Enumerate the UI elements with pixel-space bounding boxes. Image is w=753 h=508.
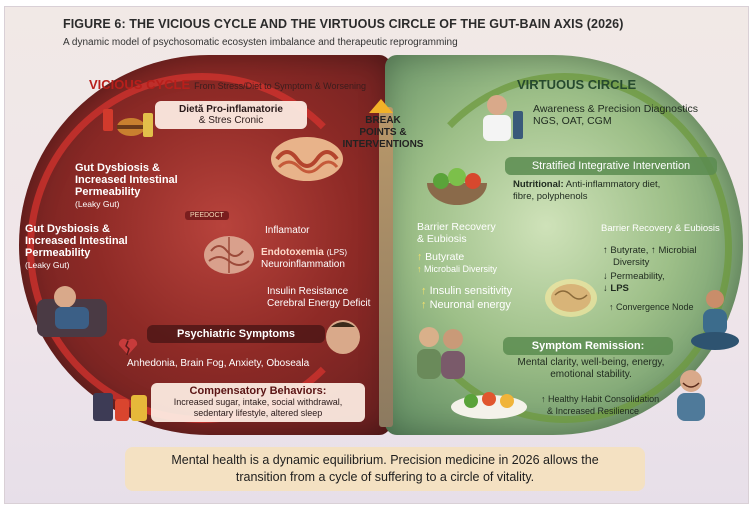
vicious-cycle-heading: VICIOUS CYCLE From Stress/Diet to Symptom… <box>89 77 366 92</box>
neuroinflammation-label: Neuroinflammation <box>261 259 347 271</box>
psychiatric-symptoms-list: Anhedonia, Brain Fog, Anxiety, Oboseala <box>127 358 309 370</box>
tired-person-icon <box>35 279 111 339</box>
symptom-remission-text: Mental clarity, well-being, energy, emot… <box>491 357 691 381</box>
endotoxemia-label: Endotoxemia <box>261 247 324 258</box>
diet-stress-box: Dietă Pro-inflamatorie & Stres Cronic <box>155 101 307 129</box>
meditating-person-icon <box>685 287 741 355</box>
nutritional-intervention-label: Nutritional: Anti-inflammatory diet, fib… <box>513 179 660 203</box>
gut-dysbiosis-top-label: Gut Dysbiosis & Increased Intestinal Per… <box>75 162 178 210</box>
break-points-label: BREAK POINTS & INTERVENTIONS <box>341 115 425 151</box>
worried-face-icon <box>323 317 363 357</box>
elderly-couple-icon <box>409 323 473 383</box>
awareness-diagnostics-label: Awareness & Precision Diagnostics NGS, O… <box>533 103 698 127</box>
symptom-remission-title: Symptom Remission: <box>503 337 673 355</box>
virtuous-circle-title: VIRTUOUS CIRCLE <box>517 77 636 92</box>
insulin-resistance-label: Insulin Resistance Cerebral Energy Defic… <box>267 286 370 310</box>
center-divider-pillar <box>379 107 393 427</box>
barrier-recovery-right-block: Barrier Recovery & Eubiosis ↑ Butyrate, … <box>601 223 720 295</box>
figure-subtitle: A dynamic model of psychosomatic ecosyst… <box>63 37 458 48</box>
figure-title: FIGURE 6: THE VICIOUS CYCLE AND THE VIRT… <box>63 17 624 31</box>
insulin-sensitivity-label: ↑ Insulin sensitivity <box>421 285 512 297</box>
happy-person-icon <box>667 367 715 423</box>
conclusion-banner: Mental health is a dynamic equilibrium. … <box>125 447 645 491</box>
glowing-brain-icon <box>543 277 599 319</box>
broken-heart-icon <box>117 337 139 357</box>
barrier-recovery-left-label: Barrier Recovery & Eubiosis ↑ Butyrate ↑… <box>417 221 497 275</box>
inflamed-gut-icon <box>267 129 347 185</box>
convergence-node-label: ↑ Convergence Node <box>609 301 694 313</box>
stratified-intervention-title: Stratified Integrative Intervention <box>505 157 717 175</box>
figure-frame: FIGURE 6: THE VICIOUS CYCLE AND THE VIRT… <box>4 6 749 504</box>
psychiatric-symptoms-title: Psychiatric Symptoms <box>147 325 325 343</box>
inflamator-block: Inflamator Endotoxemia (LPS) Neuroinflam… <box>261 225 347 271</box>
junk-food-icon <box>101 103 157 143</box>
scientist-icon <box>475 91 527 143</box>
pills-icon <box>91 385 151 425</box>
salad-bowl-icon <box>425 167 489 209</box>
gut-dysbiosis-left-label: Gut Dysbiosis & Increased Intestinal Per… <box>25 223 128 271</box>
neuronal-energy-label: ↑ Neuronal energy <box>421 299 511 311</box>
healthy-habit-label: ↑ Healthy Habit Consolidation & Increase… <box>541 393 659 417</box>
vicious-cycle-subtitle: From Stress/Diet to Symptom & Worsening <box>194 81 366 91</box>
peedoct-tag: PEEDOCT <box>185 211 229 220</box>
compensatory-behaviors-box: Compensatory Behaviors: Increased sugar,… <box>151 383 365 422</box>
brain-icon <box>201 233 257 277</box>
break-point-arrow-icon <box>369 99 393 113</box>
healthy-meal-icon <box>449 385 529 421</box>
vicious-cycle-title: VICIOUS CYCLE <box>89 77 190 92</box>
